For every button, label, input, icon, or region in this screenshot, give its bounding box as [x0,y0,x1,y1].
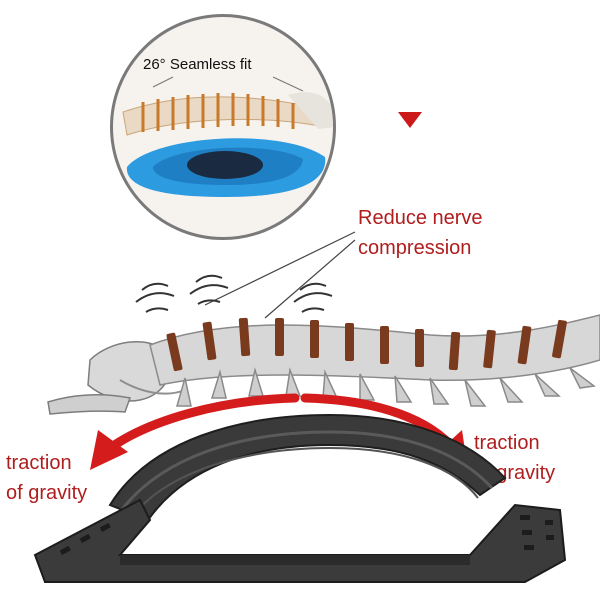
right-line-1: traction [474,432,540,454]
right-line-2: of gravity [474,462,556,484]
traction-arrows [105,393,460,455]
callout-line-2: compression [358,237,472,259]
left-line-1: traction [6,452,72,474]
vibration-waves-icon [135,274,333,313]
traction-right-callout: traction of gravity [474,428,555,488]
magnified-inset [110,14,336,240]
spinal-discs [166,317,567,372]
inset-label: 26° Seamless fit [143,56,252,73]
callout-line-1: Reduce nerve [358,207,483,229]
spine [149,314,600,386]
reduce-nerve-callout: Reduce nerve compression [358,203,483,263]
left-line-2: of gravity [6,482,88,504]
down-triangle-icon [398,112,422,128]
leader-line [264,239,356,319]
inset-graphic [122,76,333,197]
arrow-left-head [90,430,128,470]
leader-line [204,231,356,306]
spinous-processes [176,367,596,407]
pelvis [47,340,186,415]
traction-left-callout: traction of gravity [6,448,87,508]
arrow-right-head [438,430,468,470]
